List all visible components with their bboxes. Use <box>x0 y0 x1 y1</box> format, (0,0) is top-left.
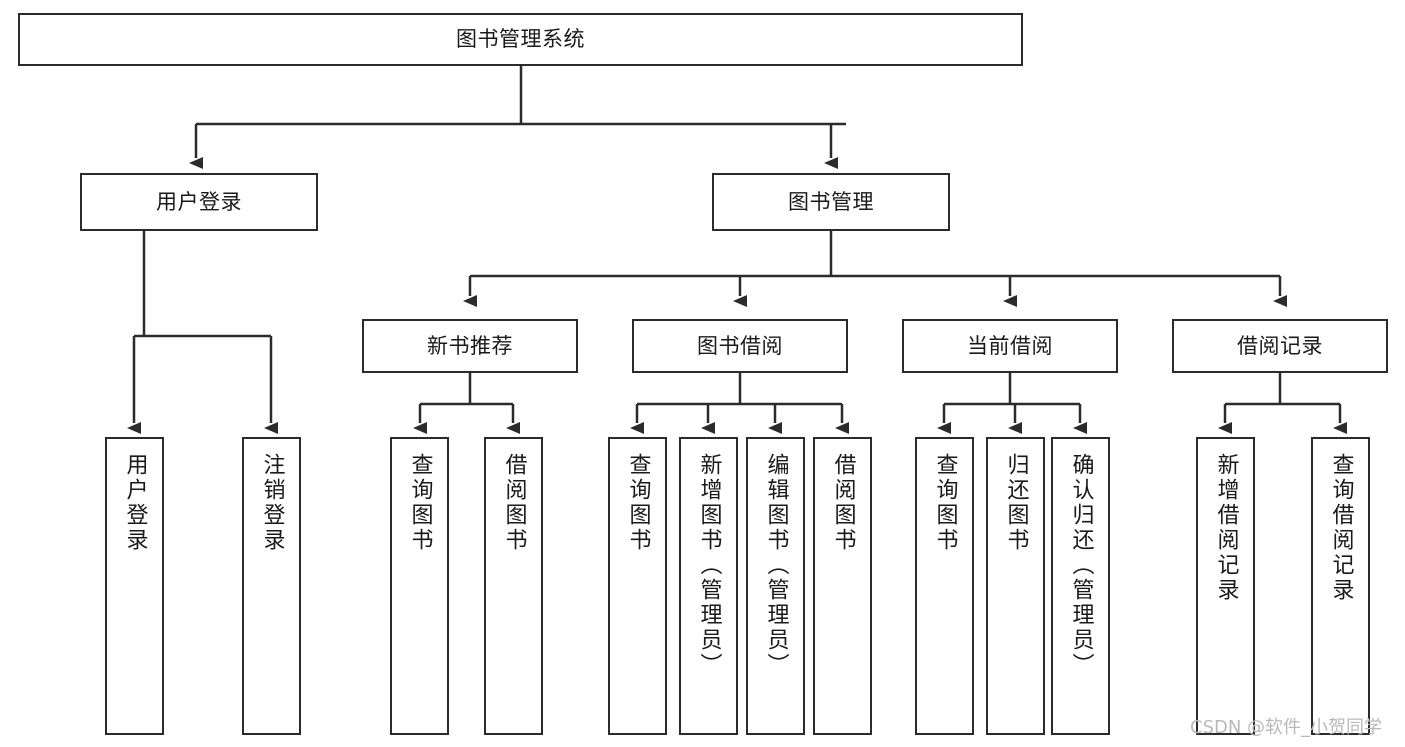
node-label: 新增借阅记录 <box>1213 453 1239 603</box>
node-label: 用户登录 <box>156 189 242 214</box>
node-label: 编辑图书（管理员） <box>763 453 789 678</box>
leaf-user-login-login[interactable]: 用户登录 <box>105 437 164 735</box>
node-label: 查询借阅记录 <box>1328 453 1354 603</box>
node-label: 借阅图书 <box>830 453 856 553</box>
node-user-login[interactable]: 用户登录 <box>80 173 318 231</box>
node-borrow-record[interactable]: 借阅记录 <box>1172 319 1388 373</box>
node-label: 注销登录 <box>259 453 285 553</box>
leaf-current-borrow-confirm-return-admin[interactable]: 确认归还（管理员） <box>1051 437 1110 735</box>
node-root-book-management-system[interactable]: 图书管理系统 <box>18 13 1023 66</box>
node-book-management[interactable]: 图书管理 <box>712 173 950 231</box>
node-label: 借阅图书 <box>501 453 527 553</box>
node-label: 借阅记录 <box>1237 333 1323 358</box>
leaf-new-book-borrow-book[interactable]: 借阅图书 <box>484 437 543 735</box>
node-label: 查询图书 <box>625 453 651 553</box>
leaf-book-borrow-add-book-admin[interactable]: 新增图书（管理员） <box>679 437 738 735</box>
leaf-borrow-record-add-record[interactable]: 新增借阅记录 <box>1196 437 1255 735</box>
node-label: 新增图书（管理员） <box>696 453 722 678</box>
node-label: 当前借阅 <box>967 333 1053 358</box>
leaf-book-borrow-edit-book-admin[interactable]: 编辑图书（管理员） <box>746 437 805 735</box>
node-label: 归还图书 <box>1003 453 1029 553</box>
csdn-watermark: CSDN @软件_小贺同学 <box>1190 717 1383 738</box>
leaf-borrow-record-query-record[interactable]: 查询借阅记录 <box>1311 437 1370 735</box>
leaf-new-book-query-book[interactable]: 查询图书 <box>390 437 449 735</box>
node-current-borrow[interactable]: 当前借阅 <box>902 319 1118 373</box>
leaf-book-borrow-query-book[interactable]: 查询图书 <box>608 437 667 735</box>
node-label: 确认归还（管理员） <box>1068 453 1094 678</box>
node-label: 图书管理 <box>788 189 874 214</box>
node-label: 新书推荐 <box>427 333 513 358</box>
node-label: 图书借阅 <box>697 333 783 358</box>
leaf-book-borrow-borrow-book[interactable]: 借阅图书 <box>813 437 872 735</box>
node-label: 用户登录 <box>122 453 148 553</box>
node-new-book-recommend[interactable]: 新书推荐 <box>362 319 578 373</box>
leaf-user-login-logout[interactable]: 注销登录 <box>242 437 301 735</box>
node-label: 查询图书 <box>932 453 958 553</box>
node-book-borrow[interactable]: 图书借阅 <box>632 319 848 373</box>
node-label: 图书管理系统 <box>456 27 585 52</box>
node-label: 查询图书 <box>407 453 433 553</box>
leaf-current-borrow-query-book[interactable]: 查询图书 <box>915 437 974 735</box>
leaf-current-borrow-return-book[interactable]: 归还图书 <box>986 437 1045 735</box>
